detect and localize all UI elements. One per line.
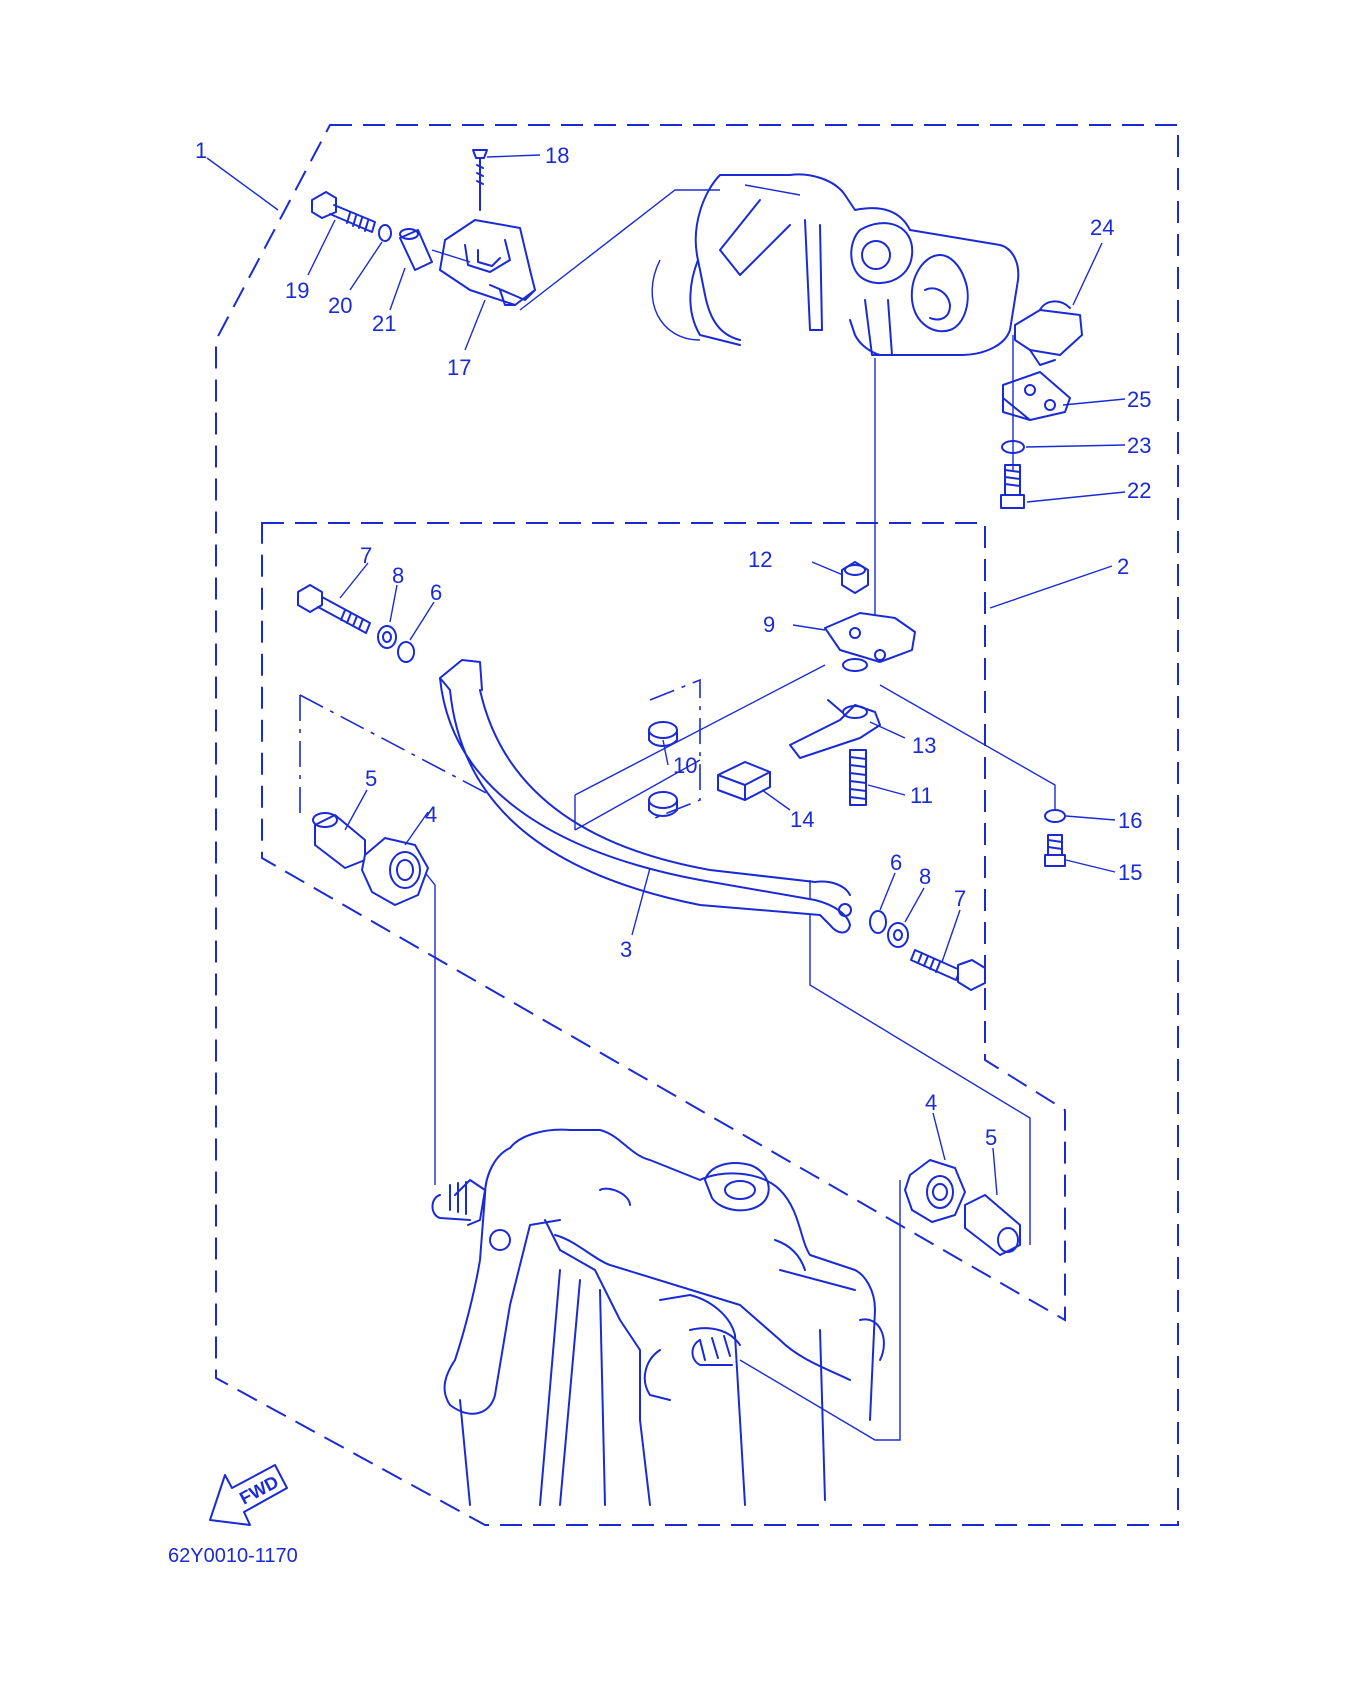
leader-17-bracket [519, 189, 720, 311]
callout-5-right: 5 [985, 1125, 997, 1150]
part-21-collar [399, 228, 433, 271]
part-6-washer-left [397, 641, 415, 663]
part-6-washer-right [869, 910, 887, 934]
part-11-stud [849, 749, 867, 806]
fwd-arrow-icon: FWD [209, 1464, 288, 1526]
clamp-bracket-lower [431, 1128, 885, 1506]
guide-10 [649, 678, 701, 821]
callout-2: 2 [1117, 554, 1129, 579]
guide-right-bolts [809, 880, 1031, 1245]
callout-5-left: 5 [365, 766, 377, 791]
callout-24: 24 [1090, 215, 1114, 240]
part-8-washer-left [377, 625, 397, 649]
callout-21: 21 [372, 311, 396, 336]
part-10-grommets [648, 721, 678, 817]
part-13-lever [789, 699, 881, 759]
part-5-bushing-left [312, 812, 366, 869]
callout-14: 14 [790, 807, 814, 832]
leader-19-21-axis [431, 249, 471, 263]
callout-6-top: 6 [430, 580, 442, 605]
part-4-nut-right [904, 1159, 966, 1223]
guide-5-left [299, 694, 491, 815]
part-14-block [717, 761, 771, 801]
part-7-bolt-right [910, 949, 986, 991]
callout-4-right: 4 [925, 1090, 937, 1115]
part-22-bolt [1000, 464, 1025, 509]
part-8-washer-right-hole [893, 929, 903, 941]
part-9-plate [824, 612, 916, 672]
part-19-bolt [311, 191, 376, 233]
guide-4-right [739, 1180, 901, 1441]
part-code: 62Y0010-1170 [168, 1545, 298, 1567]
callout-19: 19 [285, 278, 309, 303]
part-12-nut [841, 561, 869, 594]
callout-9: 9 [763, 612, 775, 637]
callout-11: 11 [910, 783, 933, 808]
callout-10: 10 [673, 753, 697, 778]
callout-25: 25 [1127, 387, 1151, 412]
callout-12: 12 [748, 547, 772, 572]
callout-8-top: 8 [392, 563, 404, 588]
part-5-bushing-right [964, 1194, 1021, 1256]
part-18-screw [472, 149, 541, 211]
part-17-clamp [439, 219, 536, 306]
callout-labels: 1 18 19 20 21 17 24 25 23 22 7 8 6 12 2 … [195, 138, 1151, 1150]
callout-18: 18 [545, 143, 569, 168]
part-3-arm [439, 659, 852, 934]
assembly-1-boundary [215, 124, 1179, 1526]
assembly-2-boundary [261, 522, 1066, 1322]
callout-8-right: 8 [919, 864, 931, 889]
part-16-washer [1044, 809, 1066, 823]
part-4-nut-left [361, 837, 429, 906]
callout-3: 3 [620, 937, 632, 962]
part-24-clip [1014, 300, 1083, 366]
callout-leaders [206, 157, 1126, 1196]
part-25-plate [1002, 371, 1071, 421]
guide-10-14 [574, 664, 826, 831]
callout-13: 13 [912, 733, 936, 758]
callout-22: 22 [1127, 478, 1151, 503]
part-15-screw [1044, 834, 1066, 867]
axis-16-15 [879, 684, 1056, 810]
part-8-washer-left-hole [382, 631, 392, 643]
callout-7-top: 7 [360, 543, 372, 568]
part-20-washer [378, 224, 392, 242]
callout-15: 15 [1118, 860, 1142, 885]
callout-6-right: 6 [890, 850, 902, 875]
callout-7-right: 7 [954, 886, 966, 911]
callout-1: 1 [195, 138, 207, 163]
callout-23: 23 [1127, 433, 1151, 458]
callout-20: 20 [328, 293, 352, 318]
guide-4-down [414, 859, 436, 1185]
part-8-washer-right [887, 922, 909, 948]
callout-4-left: 4 [425, 802, 437, 827]
steering-bracket-upper [651, 173, 1020, 356]
part-7-bolt-left [297, 584, 371, 634]
callout-17: 17 [447, 355, 471, 380]
callout-16: 16 [1118, 808, 1142, 833]
